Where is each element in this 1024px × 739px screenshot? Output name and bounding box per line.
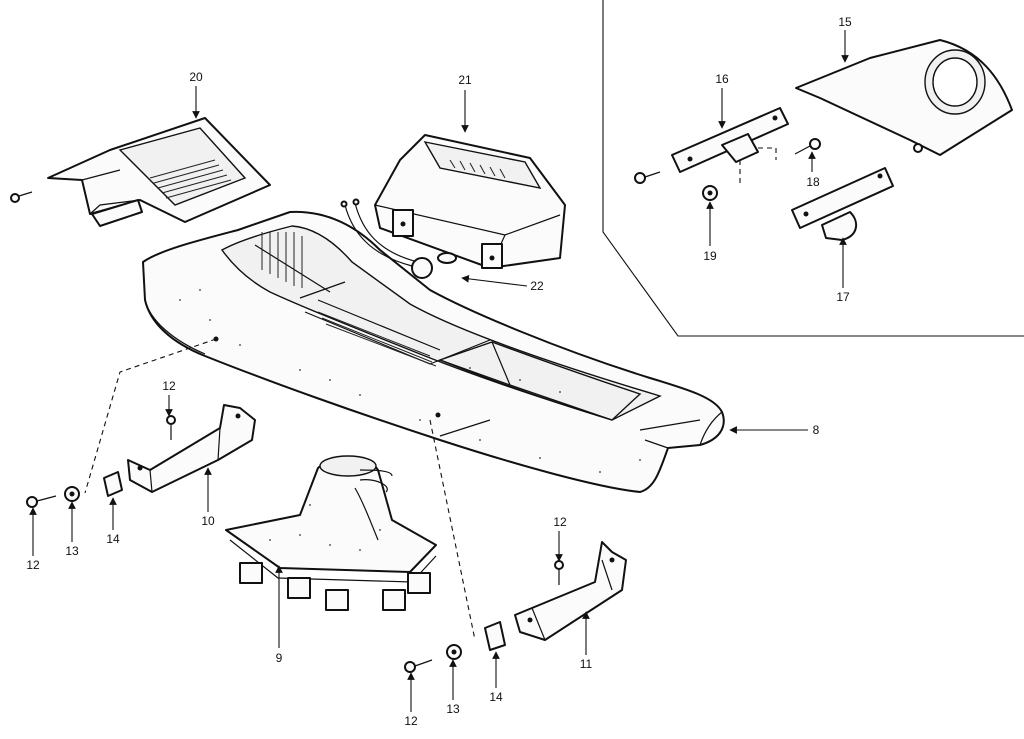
- console-body: [142, 210, 725, 493]
- callout-12-left: 12: [26, 558, 40, 572]
- callout-10: 10: [201, 514, 215, 528]
- shift-indicator: [374, 134, 566, 269]
- callout-8: 8: [813, 423, 820, 437]
- callout-11: 11: [580, 657, 593, 671]
- shift-boot: [225, 455, 437, 611]
- screw-front-cover: [10, 191, 33, 203]
- leader-lines: [29, 30, 849, 712]
- gauge-housing: [795, 39, 1013, 156]
- callout-9: 9: [276, 651, 283, 665]
- wire-harness: [340, 198, 457, 279]
- callout-18: 18: [806, 175, 820, 189]
- clip-14-bottom: [484, 621, 506, 651]
- screw-inset-right: [794, 138, 821, 155]
- front-console-cover: [47, 117, 271, 227]
- assembly-line-right: [429, 419, 476, 641]
- callout-19: 19: [703, 249, 717, 263]
- screw-12-left: [26, 495, 57, 508]
- mounting-bracket-upper: [671, 107, 789, 185]
- callout-16: 16: [715, 72, 729, 86]
- assembly-line-left: [84, 338, 217, 494]
- washer-13-left: [64, 486, 80, 502]
- clip-14-left: [103, 471, 123, 497]
- callout-17: 17: [836, 290, 850, 304]
- callout-14-left: 14: [106, 532, 120, 546]
- callout-20: 20: [189, 70, 203, 84]
- inset-panel-border: [602, 0, 1024, 337]
- screw-12-bracket-left: [166, 415, 176, 440]
- bracket-right: [514, 541, 627, 641]
- screw-12-bracket-right: [554, 560, 564, 585]
- screw-inset-left: [634, 171, 661, 184]
- screw-12-bottom: [404, 659, 433, 673]
- bracket-left: [127, 404, 256, 493]
- callout-12-bracket-right: 12: [553, 515, 567, 529]
- callout-13-bottom: 13: [446, 702, 460, 716]
- callout-21: 21: [458, 73, 472, 87]
- callout-12-bottom: 12: [404, 714, 418, 728]
- callout-22: 22: [530, 279, 544, 293]
- nut-inset: [702, 185, 718, 201]
- callout-14-bottom: 14: [489, 690, 503, 704]
- callout-12-bracket-left: 12: [162, 379, 176, 393]
- callout-15: 15: [838, 15, 852, 29]
- washer-13-bottom: [446, 644, 462, 660]
- callout-13-left: 13: [65, 544, 79, 558]
